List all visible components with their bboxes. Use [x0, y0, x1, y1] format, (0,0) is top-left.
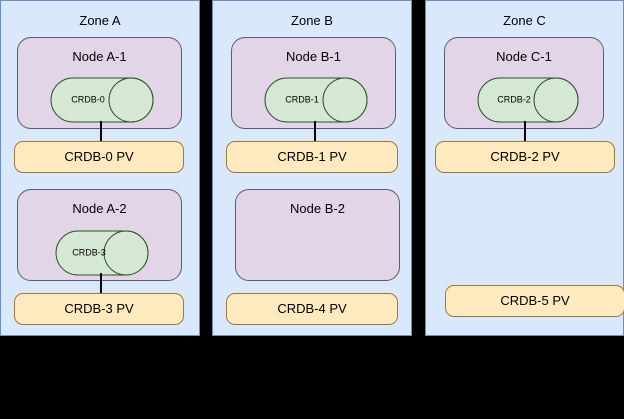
pv-crdb-0[interactable]: CRDB-0 PV — [14, 141, 184, 173]
pv-crdb-3-label: CRDB-3 PV — [64, 301, 134, 316]
node-a-2[interactable]: Node A-2 CRDB-3 — [17, 189, 182, 281]
cylinder-crdb-0-label: CRDB-0 — [71, 94, 105, 105]
node-b-1[interactable]: Node B-1 CRDB-1 — [231, 37, 396, 129]
cylinder-crdb-3[interactable]: CRDB-3 — [55, 230, 149, 276]
zone-a-title: Zone A — [79, 13, 121, 28]
pv-crdb-1-label: CRDB-1 PV — [277, 149, 347, 164]
zone-b-title: Zone B — [291, 13, 333, 28]
pv-crdb-5-label: CRDB-5 PV — [500, 293, 570, 308]
cylinder-crdb-1[interactable]: CRDB-1 — [264, 77, 368, 123]
pv-crdb-5[interactable]: CRDB-5 PV — [445, 285, 624, 317]
connector-crdb-1 — [314, 121, 316, 143]
node-b-2-title: Node B-2 — [290, 201, 345, 216]
pv-crdb-2[interactable]: CRDB-2 PV — [435, 141, 615, 173]
node-c-1-title: Node C-1 — [496, 49, 552, 64]
pv-crdb-4-label: CRDB-4 PV — [277, 301, 347, 316]
connector-crdb-3 — [100, 273, 102, 295]
cylinder-crdb-2-label: CRDB-2 — [497, 94, 531, 105]
cylinder-crdb-2[interactable]: CRDB-2 — [477, 77, 579, 123]
pv-crdb-1[interactable]: CRDB-1 PV — [226, 141, 398, 173]
cylinder-crdb-3-label: CRDB-3 — [72, 247, 106, 258]
zone-c: Zone C Node C-1 CRDB-2 CRDB-2 PV CRDB-5 … — [425, 0, 624, 336]
pv-crdb-3[interactable]: CRDB-3 PV — [14, 293, 184, 325]
node-a-2-title: Node A-2 — [72, 201, 127, 216]
cylinder-crdb-1-label: CRDB-1 — [285, 94, 319, 105]
pv-crdb-4[interactable]: CRDB-4 PV — [226, 293, 398, 325]
connector-crdb-0 — [100, 121, 102, 143]
connector-crdb-2 — [524, 121, 526, 143]
node-b-2[interactable]: Node B-2 — [235, 189, 400, 281]
pv-crdb-2-label: CRDB-2 PV — [490, 149, 560, 164]
node-a-1-title: Node A-1 — [72, 49, 127, 64]
node-c-1[interactable]: Node C-1 CRDB-2 — [444, 37, 604, 129]
node-a-1[interactable]: Node A-1 CRDB-0 — [17, 37, 182, 129]
zone-c-title: Zone C — [503, 13, 546, 28]
node-b-1-title: Node B-1 — [286, 49, 341, 64]
pv-crdb-0-label: CRDB-0 PV — [64, 149, 134, 164]
cylinder-crdb-0[interactable]: CRDB-0 — [50, 77, 154, 123]
zone-a: Zone A Node A-1 CRDB-0 CRDB-0 PV Node A-… — [0, 0, 200, 336]
zone-b: Zone B Node B-1 CRDB-1 CRDB-1 PV Node B-… — [212, 0, 412, 336]
